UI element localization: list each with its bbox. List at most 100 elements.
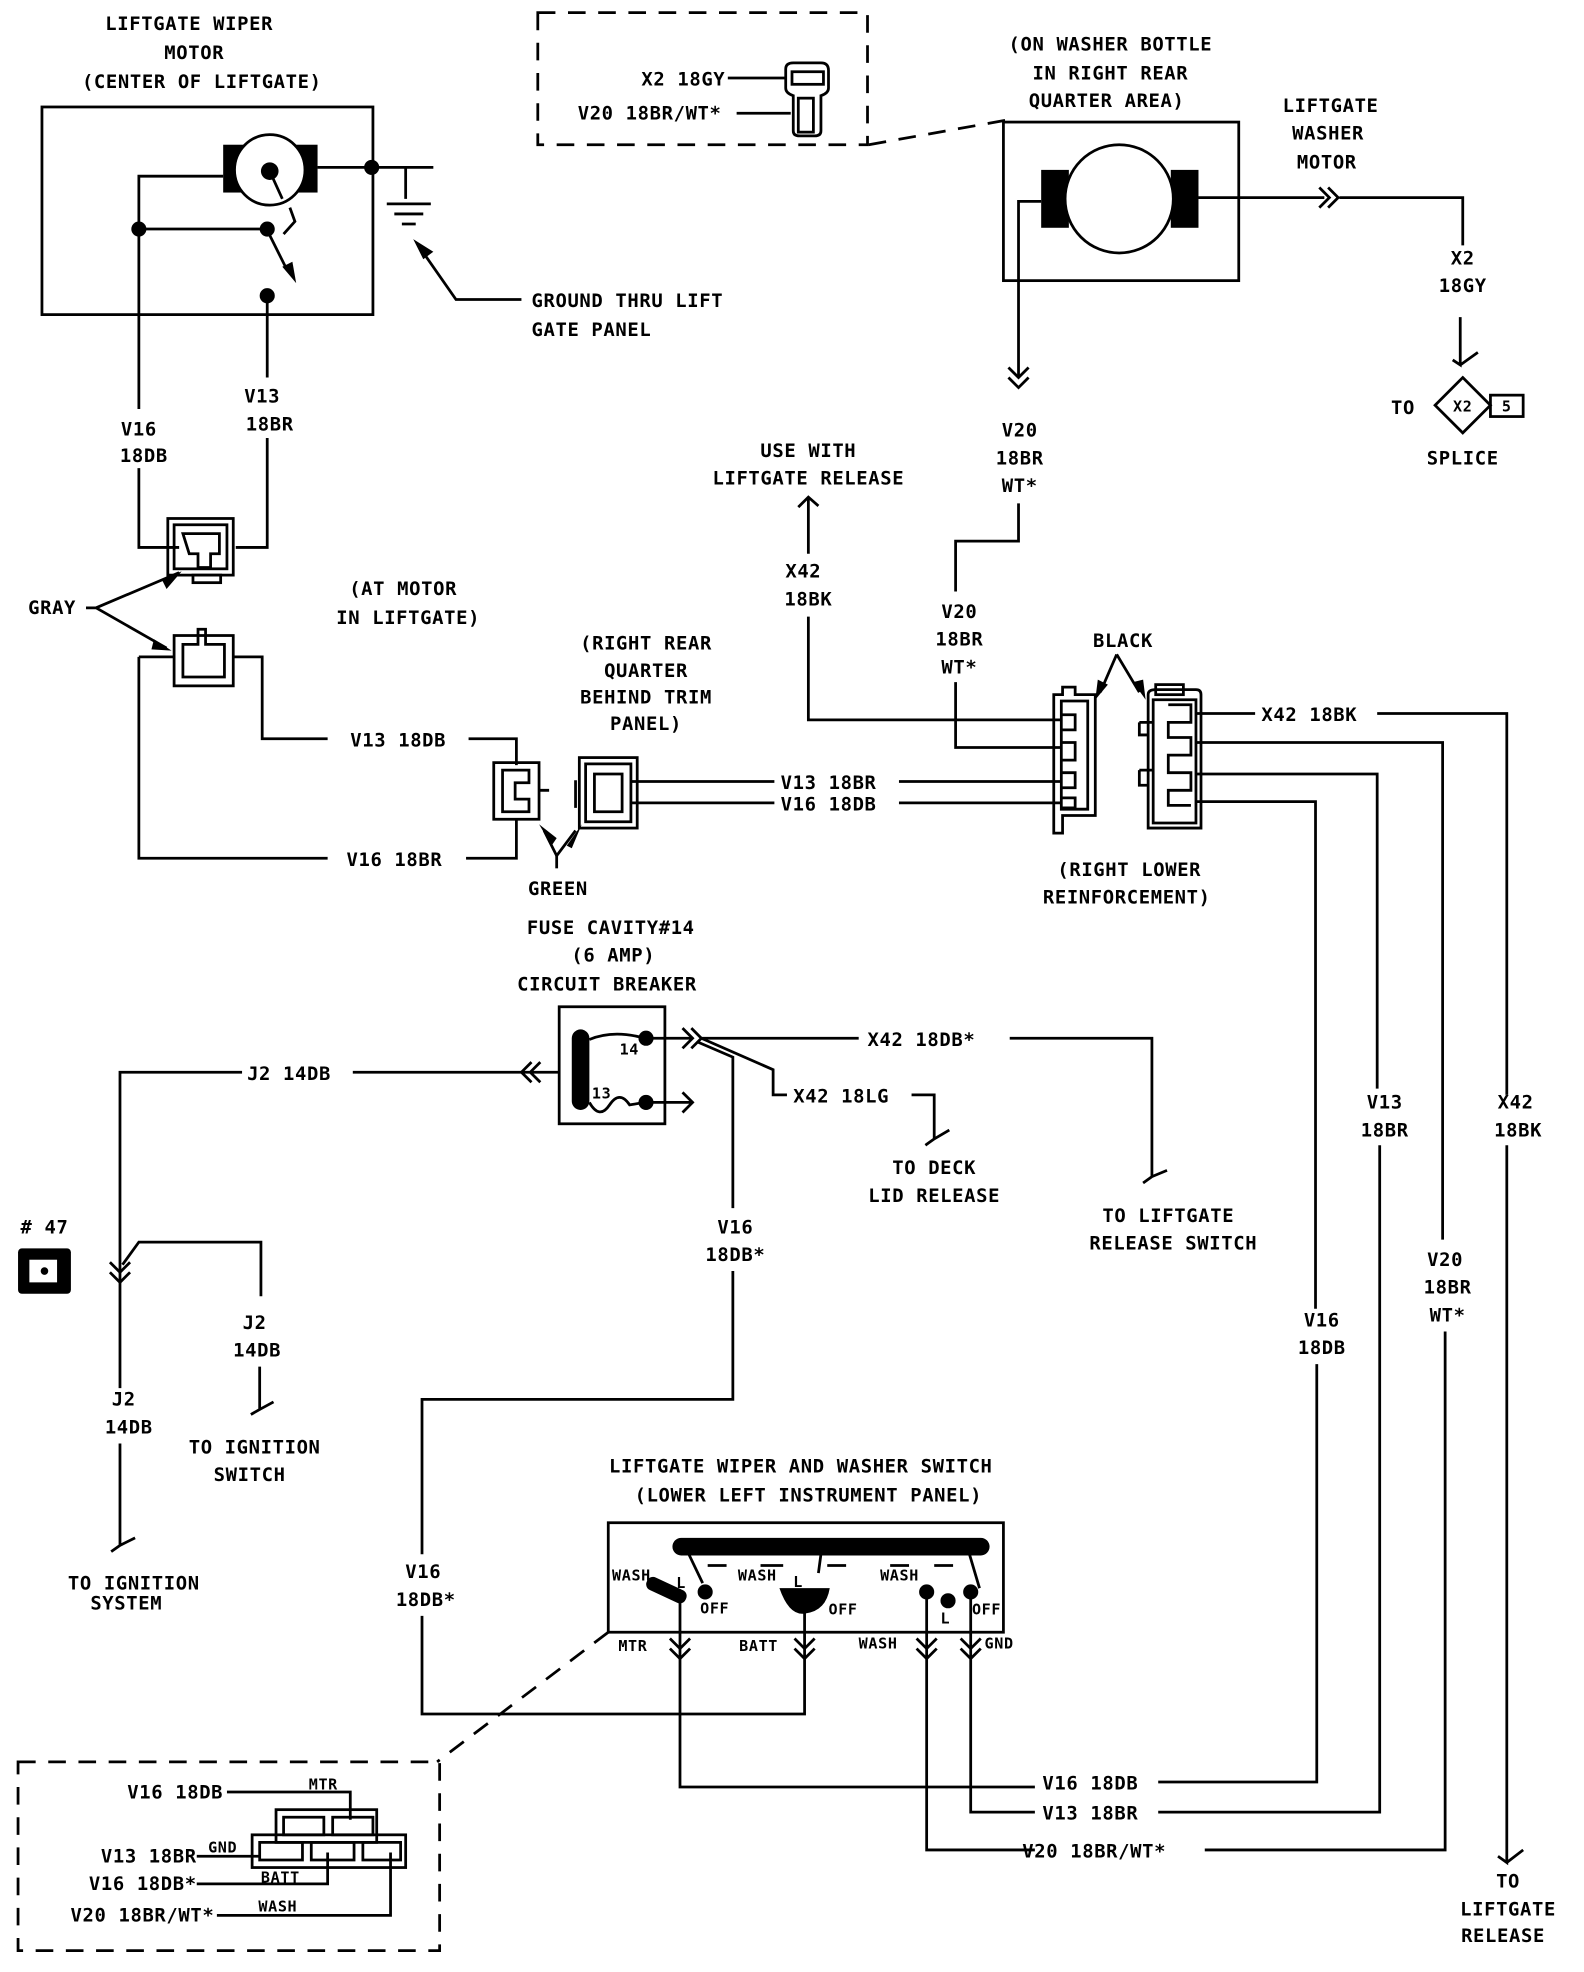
ignition-switch-2: SWITCH (214, 1464, 286, 1486)
wire (1204, 1331, 1447, 1852)
wire-label: 18BR (935, 629, 983, 651)
deck-lid-1: TO DECK (892, 1157, 976, 1179)
wire-label: 18BR (1424, 1277, 1472, 1299)
breaker-title-2: (6 AMP) (571, 944, 655, 966)
inset-pin-label: WASH (258, 1898, 297, 1916)
black-location-1: (RIGHT LOWER (1057, 859, 1201, 881)
wire-label: V13 (244, 386, 280, 408)
green-location-3: BEHIND TRIM (580, 686, 712, 708)
wire (1158, 1364, 1319, 1784)
terminal-label: 14 (620, 1041, 639, 1059)
wire-break-icon (911, 1093, 951, 1147)
leader-arrow-icon (413, 239, 434, 260)
wire (898, 780, 1061, 805)
breaker-element-icon (571, 1029, 590, 1110)
washer-motor: (ON WASHER BOTTLE IN RIGHT REAR QUARTER … (1002, 33, 1465, 390)
wire-label: J2 14DB (247, 1063, 331, 1085)
splice-label: SPLICE (1427, 447, 1499, 469)
low-position-label: L (940, 1609, 950, 1627)
wire (420, 1271, 735, 1555)
black-connector-label: BLACK (1093, 630, 1153, 652)
park-switch-arm (265, 170, 297, 272)
wire (1195, 741, 1445, 1240)
wire-break-icon (1497, 1145, 1525, 1866)
liftgate-release-2: LIFTGATE (1460, 1898, 1556, 1920)
inset-pin-label: MTR (309, 1776, 338, 1794)
gnd-pin-label: GND (985, 1635, 1014, 1653)
switch-terminal (919, 1584, 935, 1600)
arrow-icon (539, 824, 557, 846)
gray-connector-label: GRAY (28, 597, 76, 619)
wire-label: V13 18DB (350, 729, 446, 751)
j2-ignition: J2 14DB J2 14DB TO IGNITION SWITCH J2 14… (68, 1063, 522, 1615)
wire-label: V16 (121, 418, 157, 440)
wire-label: V20 (1002, 420, 1038, 442)
switch-linkage (687, 1553, 981, 1589)
black-label: BLACK (RIGHT LOWER REINFORCEMENT) (1043, 630, 1210, 909)
inset-pin-label: GND (208, 1838, 237, 1856)
wire-label: 18DB (1298, 1337, 1346, 1359)
connector-chevron-icon (108, 1261, 132, 1285)
release-switch-2: RELEASE SWITCH (1089, 1233, 1257, 1255)
gray-connector-upper (166, 517, 235, 585)
wire-label: X42 18BK (1261, 704, 1357, 726)
wire (121, 1240, 263, 1297)
off-position-label: OFF (972, 1601, 1001, 1619)
wire-label: V16 (405, 1561, 441, 1583)
gray-location-2: IN LIFTGATE) (336, 607, 480, 629)
wire (466, 817, 518, 860)
wire-break-icon (250, 1366, 275, 1416)
wire-break-icon (110, 1443, 136, 1553)
wire (420, 1615, 806, 1716)
wire (806, 616, 1061, 722)
splice-number: 5 (1502, 398, 1512, 416)
switch-connector-inset: V16 18DB V13 18BR V16 18DB* V20 18BR/WT*… (16, 1760, 442, 1952)
arrow-icon (1095, 679, 1108, 700)
black-connector-left (1052, 685, 1097, 835)
green-location-2: QUARTER (604, 660, 688, 682)
wire-label: V13 18BR (1042, 1803, 1138, 1825)
off-position-label: OFF (828, 1601, 857, 1619)
wire (1195, 712, 1509, 1095)
inset-leader (436, 1631, 610, 1763)
wire-label: 18BR (246, 413, 294, 435)
x42-branch: X42 18DB* X42 18LG TO DECK LID RELEASE T… (700, 1029, 1257, 1255)
wire (701, 1036, 1168, 1185)
inset-wire-label: V16 18DB (127, 1781, 223, 1803)
inset-wire-label: V13 18BR (101, 1846, 197, 1868)
liftgate-release-1: TO (1496, 1871, 1520, 1893)
gray-connector-lower (137, 627, 328, 860)
wire-label: X42 18DB* (868, 1029, 976, 1051)
ground-note: GROUND THRU LIFT GATE PANEL (413, 239, 723, 341)
wire-label: 18BK (784, 588, 832, 610)
wire-label: 18BR (996, 447, 1044, 469)
circuit-breaker: FUSE CAVITY#14 (6 AMP) CIRCUIT BREAKER 1… (517, 917, 704, 1126)
arrow-icon (1133, 679, 1146, 700)
washer-location-3: QUARTER AREA) (1029, 90, 1185, 112)
release-switch-1: TO LIFTGATE (1102, 1205, 1234, 1227)
splice-to-label: TO (1391, 397, 1415, 419)
arrow-icon (151, 639, 172, 651)
ground-note-1: GROUND THRU LIFT (531, 290, 723, 312)
wire (118, 1070, 243, 1389)
right-harness: X42 18BK V13 18BR X42 18BK V20 18BR WT* … (1158, 704, 1556, 1947)
wire-break-icon (1451, 317, 1479, 368)
splice-diamond-icon (1433, 375, 1493, 435)
v16-feed: V16 18DB* V16 18DB* (396, 1040, 806, 1716)
wire-label: V13 (1367, 1092, 1403, 1114)
ground-leader (417, 244, 522, 301)
wire-label: WT* (1430, 1304, 1466, 1326)
wire-label: V20 (1427, 1249, 1463, 1271)
wash-position-label: WASH (738, 1567, 777, 1585)
wiper-motor-title-3: (CENTER OF LIFTGATE) (82, 71, 322, 93)
washer-motor-armature-icon (1063, 143, 1175, 255)
wire-label: V16 18BR (347, 849, 443, 871)
wire (1195, 800, 1317, 1309)
black-connector-right (1137, 683, 1203, 830)
splice-id: X2 (1453, 398, 1472, 416)
ignition-system-2: SYSTEM (90, 1593, 162, 1615)
wire-label: V16 (1304, 1309, 1340, 1331)
wire (697, 1040, 735, 1209)
junction-dot (259, 221, 275, 237)
